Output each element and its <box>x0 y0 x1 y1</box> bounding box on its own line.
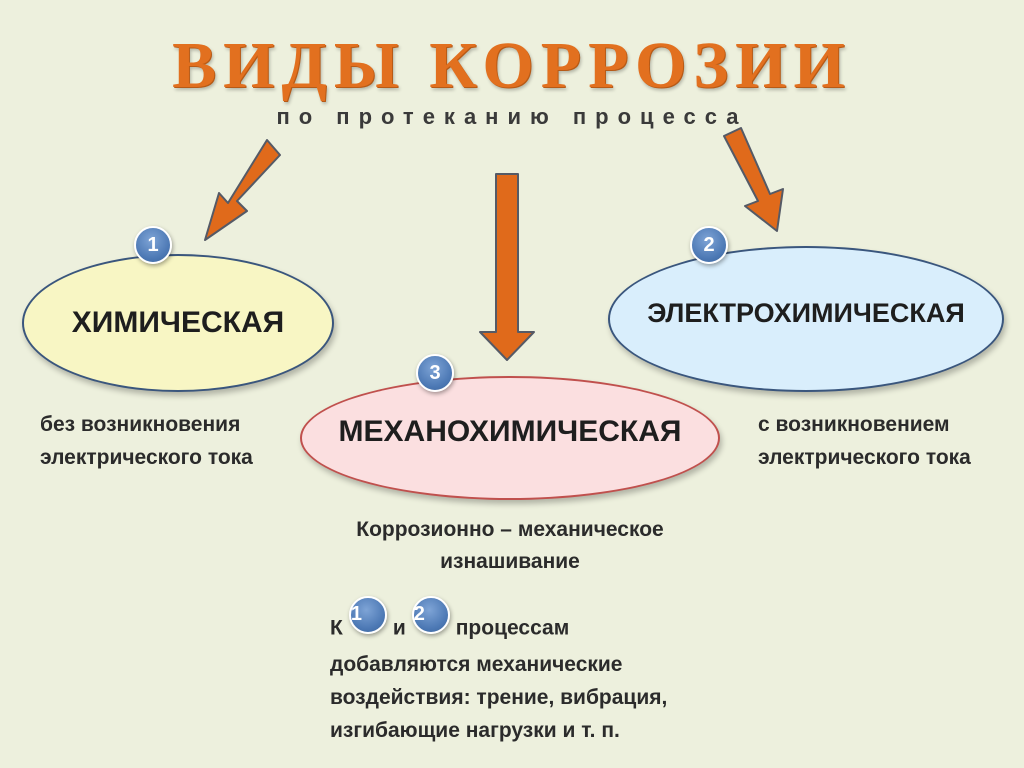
ellipse-mechanochemical: МЕХАНОХИМИЧЕСКАЯ <box>300 376 720 500</box>
badge-1: 1 <box>134 226 172 264</box>
page-subtitle: по протеканию процесса <box>276 104 748 129</box>
explanation-line-4: изгибающие нагрузки и т. п. <box>330 719 620 742</box>
arrow-to-mechanochemical <box>479 173 535 361</box>
mechanochemical-explanation: К1и2процессам добавляются механические в… <box>330 596 668 747</box>
explanation-line-3: воздействия: трение, вибрация, <box>330 686 668 709</box>
note-chemical: без возникновения электрического тока <box>40 413 253 469</box>
inline-badge-1: 1 <box>348 596 387 634</box>
ellipse-chemical: ХИМИЧЕСКАЯ <box>22 254 334 392</box>
explanation-line-2: добавляются механические <box>330 653 623 676</box>
label-electrochemical: ЭЛЕКТРОХИМИЧЕСКАЯ <box>647 297 965 328</box>
arrow-to-electrochemical <box>723 127 784 232</box>
page-title: ВИДЫ КОРРОЗИИ <box>172 29 852 102</box>
label-chemical: ХИМИЧЕСКАЯ <box>71 306 285 339</box>
ellipse-electrochemical: ЭЛЕКТРОХИМИЧЕСКАЯ <box>608 246 1004 392</box>
badge-3: 3 <box>416 354 454 392</box>
arrow-to-chemical <box>204 139 281 241</box>
label-mechanochemical: МЕХАНОХИМИЧЕСКАЯ <box>338 415 682 448</box>
inline-badge-2: 2 <box>411 596 450 634</box>
badge-2: 2 <box>690 226 728 264</box>
note-electrochemical: с возникновением электрического тока <box>758 413 971 469</box>
description-mechanochemical: Коррозионно – механическое изнашивание <box>356 518 664 573</box>
explanation-line-1: К1и2процессам <box>330 596 667 648</box>
